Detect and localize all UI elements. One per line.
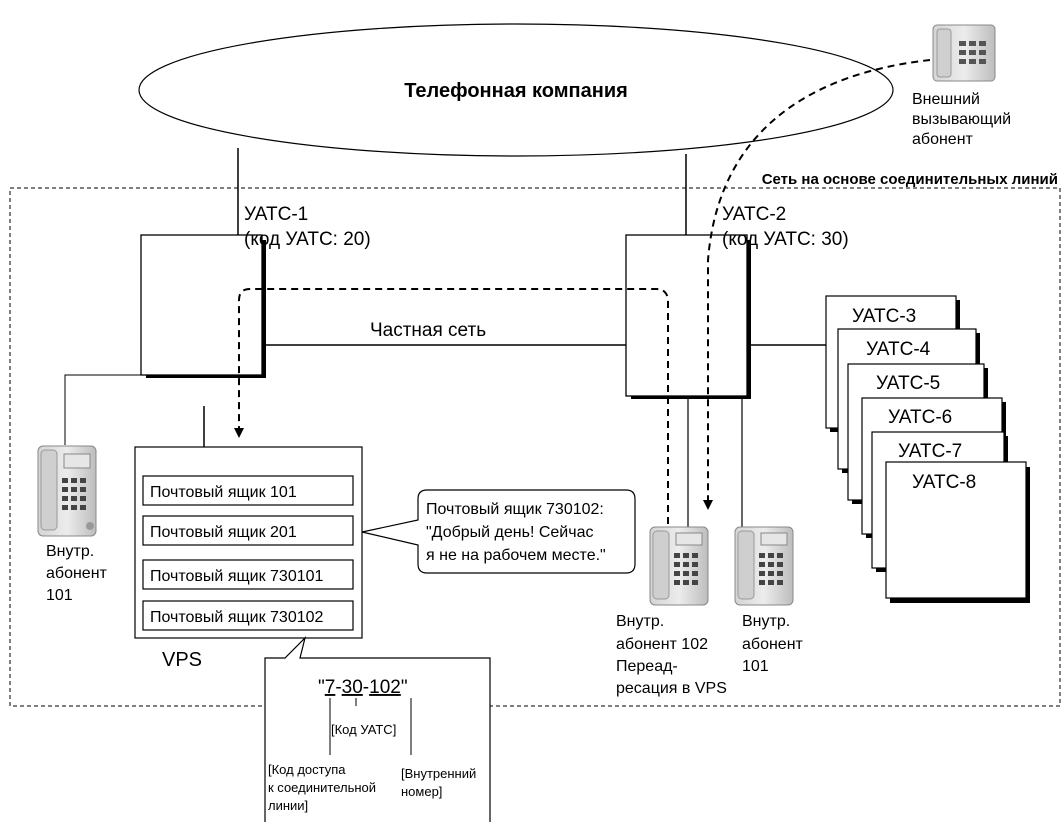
- svg-text:абонент: абонент: [46, 565, 108, 582]
- number-breakdown-callout: "7-30-102" [Код УАТС] [Код доступа к сое…: [264, 636, 491, 822]
- svg-text:Почтовый ящик 201: Почтовый ящик 201: [150, 524, 297, 541]
- external-caller-label: Внешний: [912, 91, 980, 108]
- external-caller-phone-icon: [932, 24, 996, 82]
- greeting-bubble: Почтовый ящик 730102: "Добрый день! Сейч…: [361, 489, 636, 574]
- svg-text:Почтовый ящик 730102:: Почтовый ящик 730102:: [426, 501, 604, 518]
- svg-text:Почтовый ящик 730101: Почтовый ящик 730101: [150, 568, 324, 585]
- pbx2-name: УАТС-2: [722, 204, 786, 225]
- extension-phone-icon: [37, 445, 97, 537]
- svg-text:УАТС-8: УАТС-8: [912, 472, 976, 493]
- vps-label: VPS: [162, 649, 202, 671]
- svg-text:абонент: абонент: [912, 131, 974, 148]
- external-call-path: [703, 59, 931, 510]
- mailbox-item: Почтовый ящик 730101: [142, 559, 354, 590]
- pbx1-ext-line: [64, 374, 141, 445]
- svg-text:Переад-: Переад-: [616, 658, 678, 675]
- svg-text:"Добрый день! Сейчас: "Добрый день! Сейчас: [426, 524, 593, 541]
- svg-text:УАТС-7: УАТС-7: [898, 441, 962, 462]
- svg-text:УАТС-6: УАТС-6: [888, 407, 952, 428]
- svg-text:абонент: абонент: [742, 636, 804, 653]
- svg-text:абонент 102: абонент 102: [616, 636, 708, 653]
- extension-phone-icon: [734, 526, 794, 606]
- svg-text:номер]: номер]: [401, 784, 442, 799]
- pbx1-code: (код УАТС: 20): [244, 229, 371, 250]
- pbx1-box: [140, 234, 266, 378]
- svg-text:к соединительной: к соединительной: [268, 780, 376, 795]
- mailbox-number: "7-30-102": [318, 677, 408, 698]
- svg-text:Почтовый ящик 730102: Почтовый ящик 730102: [150, 609, 324, 626]
- svg-text:УАТС-3: УАТС-3: [852, 306, 916, 327]
- mailbox-item: Почтовый ящик 201: [142, 515, 354, 546]
- pbx-stack-item: УАТС-8: [885, 461, 1030, 603]
- svg-text:Почтовый ящик 101: Почтовый ящик 101: [150, 484, 297, 501]
- pbx2-code: (код УАТС: 30): [722, 229, 849, 250]
- pbx-stack: УАТС-3 УАТС-4 УАТС-5 УАТС-6 УАТС-7 УАТС-…: [825, 295, 1030, 603]
- pbx2-box: [625, 234, 751, 399]
- svg-text:ресация в VPS: ресация в VPS: [616, 680, 727, 697]
- vps-box: Почтовый ящик 101 Почтовый ящик 201 Почт…: [134, 446, 363, 639]
- trunk-network-label: Сеть на основе соединительных линий: [762, 171, 1058, 188]
- svg-text:УАТС-4: УАТС-4: [866, 339, 931, 360]
- private-network-label: Частная сеть: [370, 320, 486, 341]
- telephone-company-cloud: Телефонная компания: [138, 23, 894, 157]
- call-path-to-vps: [234, 288, 669, 560]
- pbx1-name: УАТС-1: [244, 204, 308, 225]
- mailbox-item: Почтовый ящик 101: [142, 475, 354, 506]
- ext-102-label: Внутр.: [616, 613, 664, 630]
- svg-text:101: 101: [742, 658, 769, 675]
- network-boundary: [9, 187, 1061, 707]
- trunk-access-label: [Код доступа: [268, 762, 346, 777]
- extension-number-label: [Внутренний: [401, 766, 476, 781]
- ext-left-label: Внутр.: [46, 543, 94, 560]
- pbx-code-label: [Код УАТС]: [331, 722, 396, 737]
- svg-text:101: 101: [46, 587, 73, 604]
- svg-text:я не на рабочем месте.": я не на рабочем месте.": [426, 547, 606, 564]
- mailbox-item: Почтовый ящик 730102: [142, 600, 354, 631]
- ext-101-right-label: Внутр.: [742, 613, 790, 630]
- telephone-company-label: Телефонная компания: [404, 80, 628, 102]
- svg-text:линии]: линии]: [268, 798, 308, 813]
- svg-text:вызывающий: вызывающий: [912, 111, 1011, 128]
- svg-text:УАТС-5: УАТС-5: [876, 373, 940, 394]
- extension-phone-icon: [649, 526, 709, 606]
